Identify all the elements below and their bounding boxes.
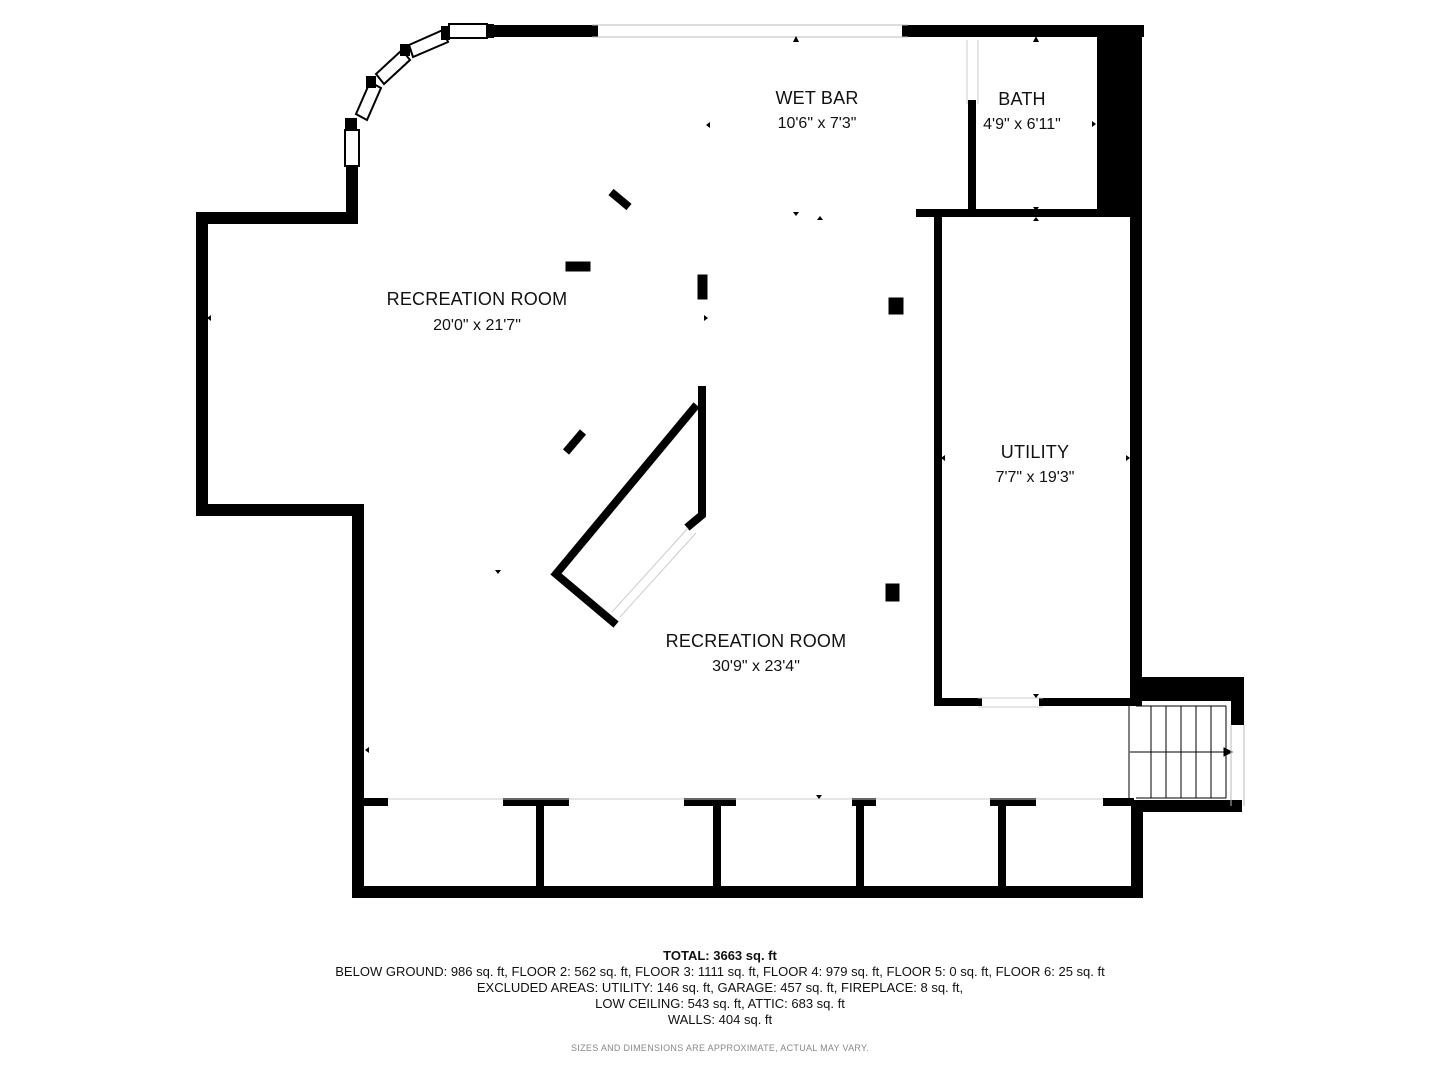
top-window	[592, 24, 908, 38]
floor-plan: WET BAR 10'6" x 7'3" BATH 4'9" x 6'11" R…	[196, 23, 1245, 898]
wall-block	[1097, 25, 1142, 215]
room-bath-dims: 4'9" x 6'11"	[983, 116, 1061, 133]
room-labels: WET BAR 10'6" x 7'3" BATH 4'9" x 6'11" R…	[387, 88, 1075, 675]
bay-window-posts	[345, 24, 494, 130]
room-wet-bar-name: WET BAR	[775, 88, 858, 108]
floor-areas: BELOW GROUND: 986 sq. ft, FLOOR 2: 562 s…	[335, 964, 1105, 979]
room-recreation-2-name: RECREATION ROOM	[666, 631, 847, 651]
room-recreation-2-dims: 30'9" x 23'4"	[712, 658, 800, 675]
stair-wall-right	[1231, 677, 1244, 725]
bay-window	[344, 23, 488, 167]
room-wet-bar-dims: 10'6" x 7'3"	[778, 115, 857, 132]
low-ceiling-areas: LOW CEILING: 543 sq. ft, ATTIC: 683 sq. …	[595, 996, 845, 1011]
columns	[562, 188, 904, 602]
room-bath-name: BATH	[998, 89, 1045, 109]
room-recreation-1-dims: 20'0" x 21'7"	[433, 317, 521, 334]
room-utility-name: UTILITY	[1001, 442, 1069, 462]
door-openings	[388, 40, 1103, 800]
area-summary: TOTAL: 3663 sq. ft BELOW GROUND: 986 sq.…	[0, 948, 1440, 1028]
walls-area: WALLS: 404 sq. ft	[667, 1012, 773, 1027]
disclaimer: SIZES AND DIMENSIONS ARE APPROXIMATE, AC…	[571, 1043, 869, 1053]
stairs	[1128, 705, 1245, 806]
interior-walls	[536, 100, 1142, 892]
room-utility-dims: 7'7" x 19'3"	[996, 469, 1075, 486]
excluded-areas: EXCLUDED AREAS: UTILITY: 146 sq. ft, GAR…	[476, 980, 964, 995]
stair-wall	[1138, 677, 1244, 701]
room-recreation-1-name: RECREATION ROOM	[387, 289, 568, 309]
dimension-markers	[207, 36, 1130, 799]
total-area: TOTAL: 3663 sq. ft	[663, 948, 777, 963]
